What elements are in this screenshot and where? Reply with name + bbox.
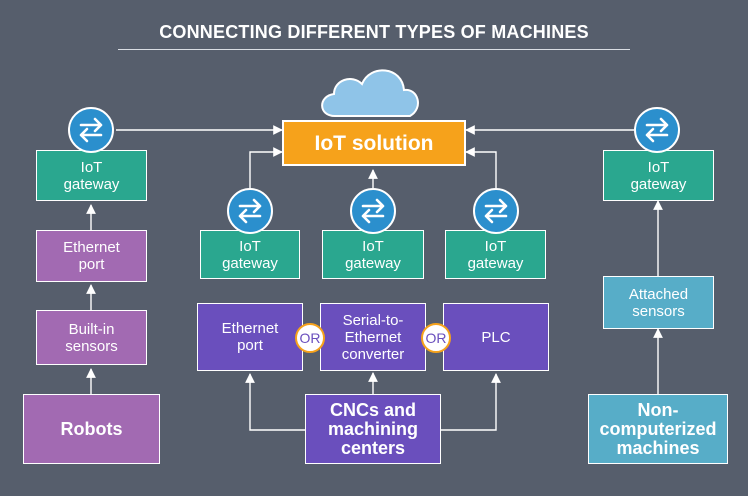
gateway-swap-icon (350, 188, 396, 234)
gateway-robots: IoT gateway (36, 150, 147, 201)
or-badge-right: OR (421, 323, 451, 353)
robots-box: Robots (23, 394, 160, 464)
gateway-swap-icon (634, 107, 680, 153)
arrow-gateway-left-to-iot (249, 147, 283, 188)
iot-solution-box: IoT solution (282, 120, 466, 166)
gateway-swap-icon (227, 188, 273, 234)
gateway-plc: IoT gateway (445, 230, 546, 279)
attached-sensors: Attached sensors (603, 276, 714, 329)
gateway-ethernet: IoT gateway (200, 230, 300, 279)
arrow-gateway-right-to-iot (465, 147, 497, 188)
gateway-swap-icon (68, 107, 114, 153)
built-in-sensors: Built-in sensors (36, 310, 147, 365)
ethernet-port-robots: Ethernet port (36, 230, 147, 282)
title-divider (118, 49, 630, 50)
non-computerized-machines-box: Non- computerized machines (588, 394, 728, 464)
arrow-cnc-to-plc (441, 373, 501, 431)
diagram-title: CONNECTING DIFFERENT TYPES OF MACHINES (159, 22, 589, 42)
ethernet-port-cnc: Ethernet port (197, 303, 303, 371)
cloud-icon (321, 69, 419, 117)
gateway-noncomputerized: IoT gateway (603, 150, 714, 201)
arrow-cnc-to-ethernet (245, 373, 305, 431)
gateway-swap-icon (473, 188, 519, 234)
gateway-serial: IoT gateway (322, 230, 424, 279)
plc-box: PLC (443, 303, 549, 371)
cnc-box: CNCs and machining centers (305, 394, 441, 464)
or-badge-left: OR (295, 323, 325, 353)
serial-to-ethernet-converter: Serial-to- Ethernet converter (320, 303, 426, 371)
